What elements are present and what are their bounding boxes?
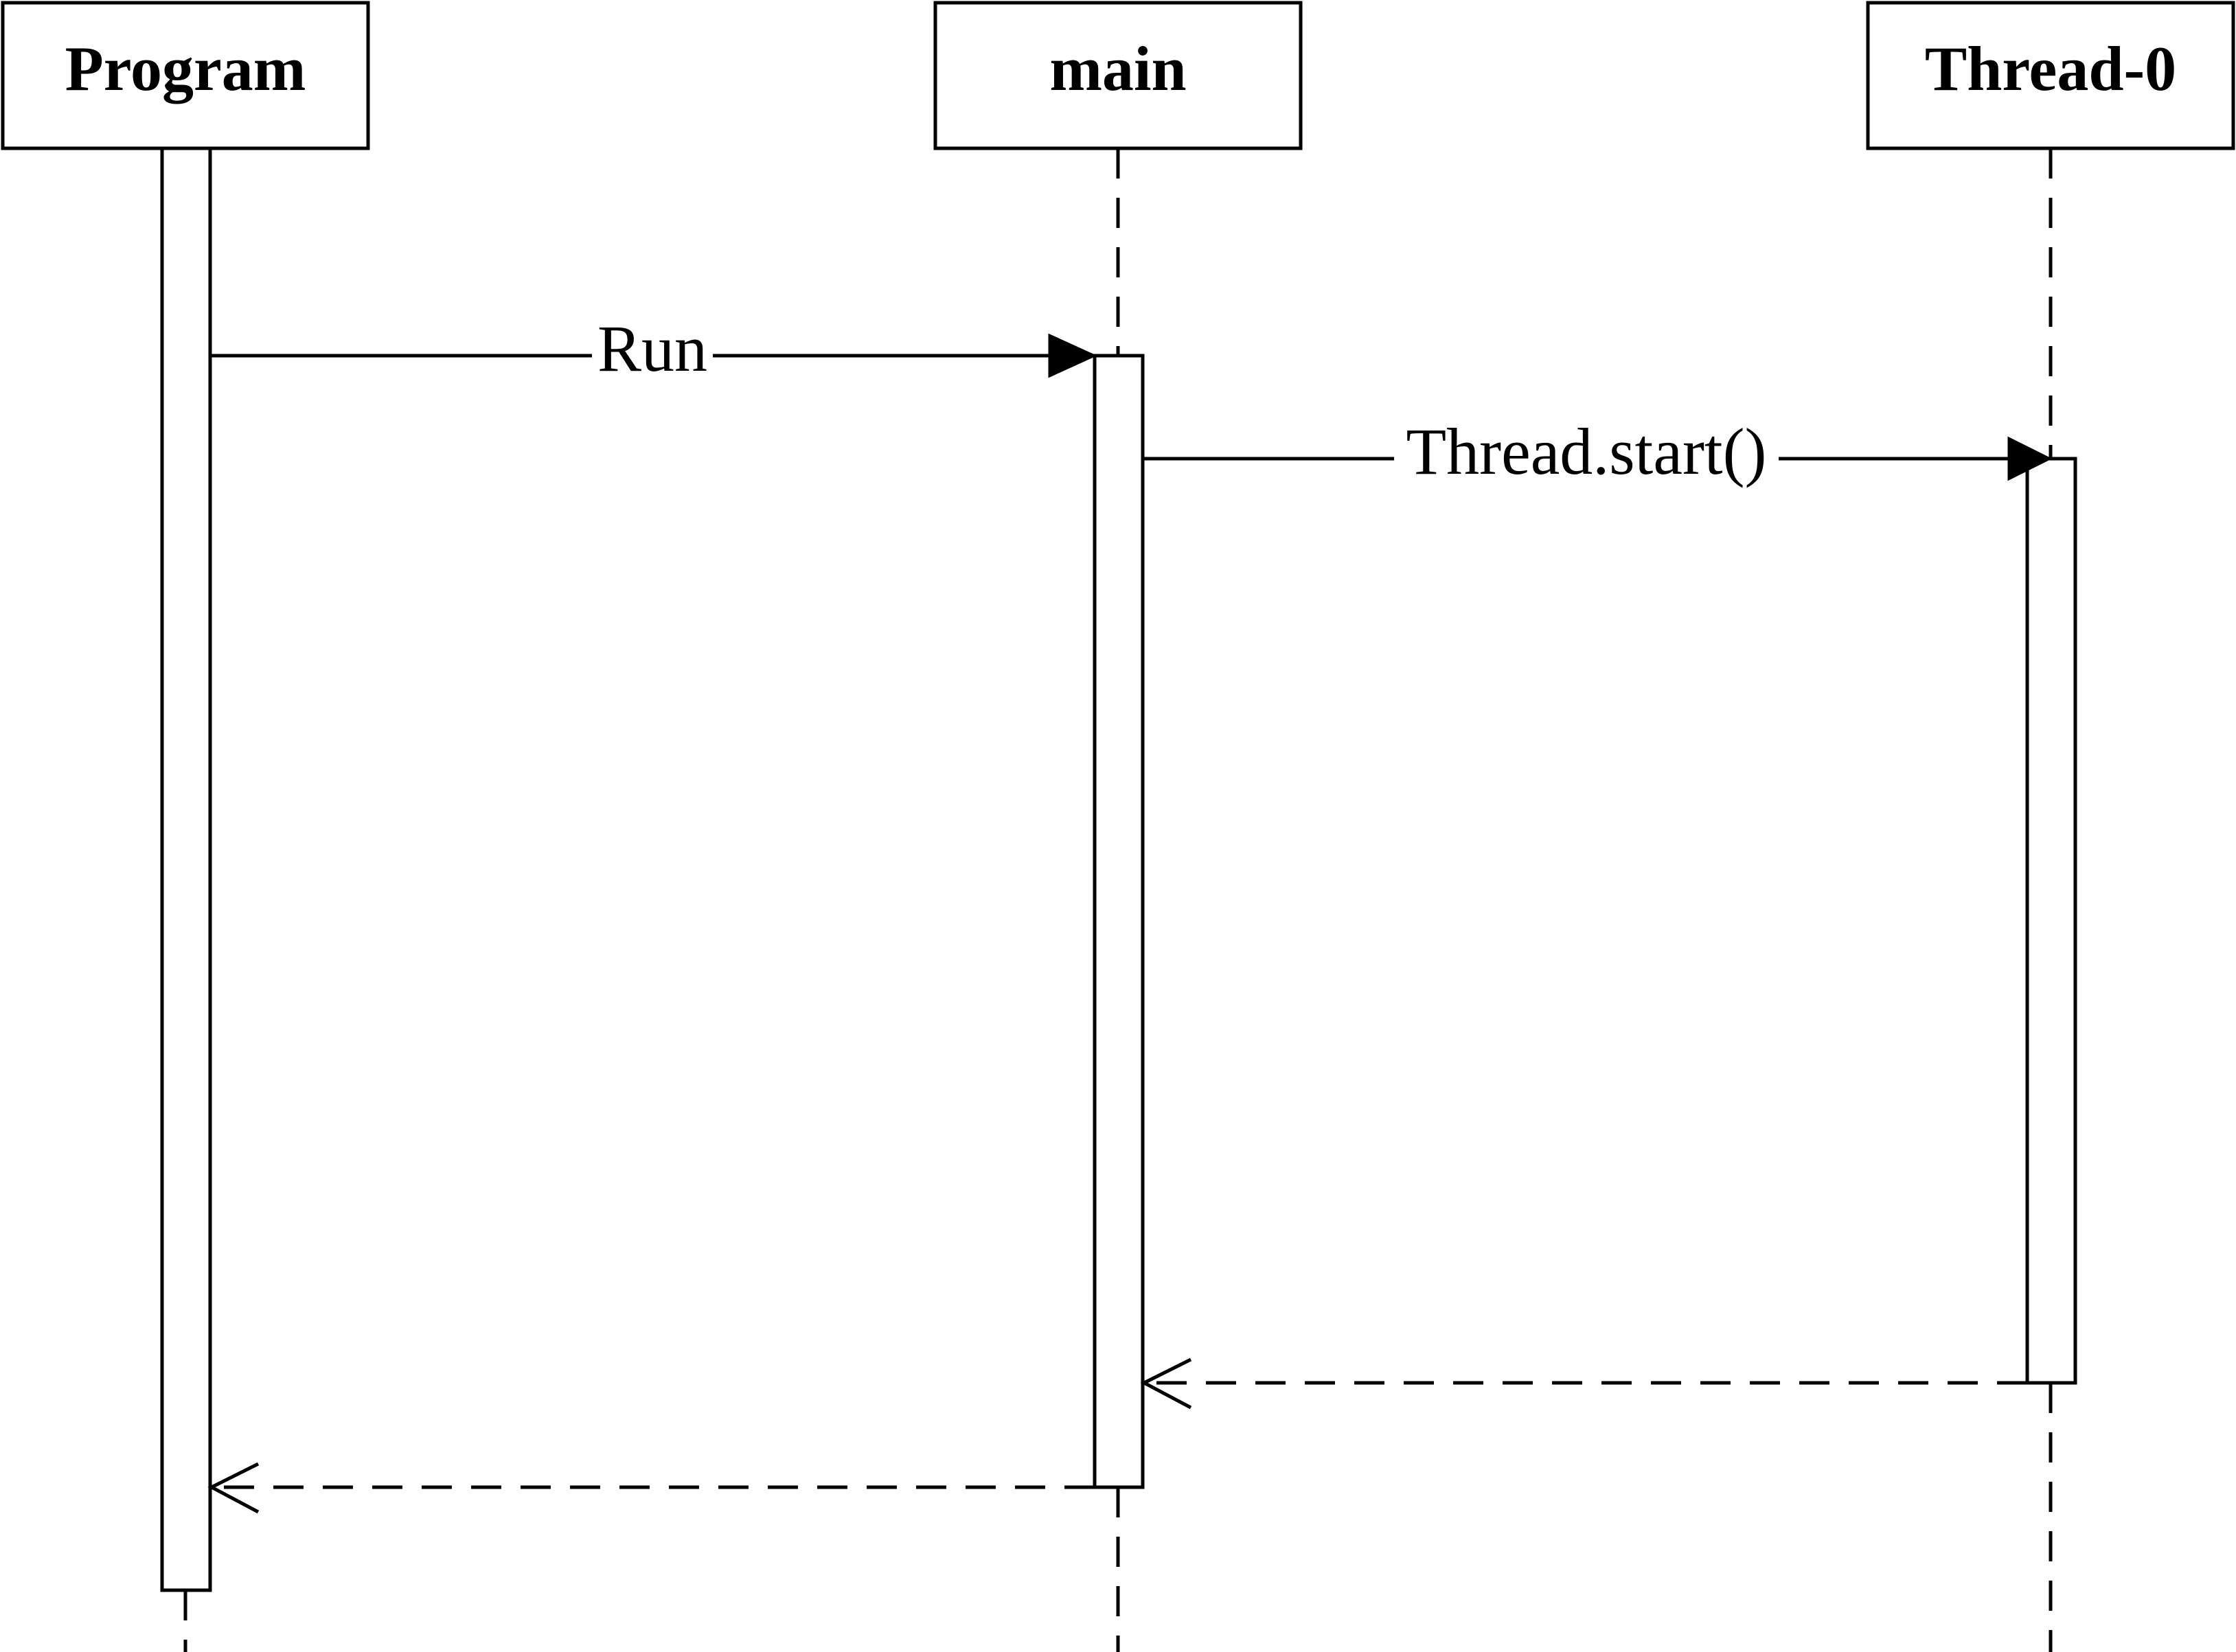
message-run-arrowhead [1048, 333, 1097, 378]
activation-bar-main [1093, 354, 1145, 1489]
participant-main: main [933, 1, 1303, 150]
participant-label-program: Program [65, 34, 306, 104]
return-main-to-program-arrowhead [207, 1462, 260, 1514]
participant-label-main: main [1049, 34, 1186, 104]
message-run-label: Run [597, 312, 707, 385]
message-thread-start-arrowhead [2007, 436, 2053, 481]
activation-bar-program [160, 146, 212, 1592]
message-run-label-bg [592, 316, 713, 395]
participant-program: Program [1, 1, 370, 150]
message-thread-start-label: Thread.start() [1406, 415, 1766, 488]
return-main-to-program [207, 1462, 1095, 1514]
participant-box-main [933, 1, 1303, 150]
return-thread0-to-main [1140, 1357, 2027, 1410]
message-thread-start: Thread.start() [1143, 415, 2053, 498]
message-thread-start-label-bg [1394, 419, 1779, 498]
participant-box-thread0 [1866, 1, 2235, 150]
return-thread0-to-main-arrowhead [1140, 1357, 1192, 1410]
participant-box-program [1, 1, 370, 150]
activation-bar-thread0 [2025, 457, 2077, 1385]
participant-thread0: Thread-0 [1866, 1, 2235, 150]
message-run: Run [210, 312, 1097, 395]
participant-label-thread0: Thread-0 [1925, 34, 2176, 104]
